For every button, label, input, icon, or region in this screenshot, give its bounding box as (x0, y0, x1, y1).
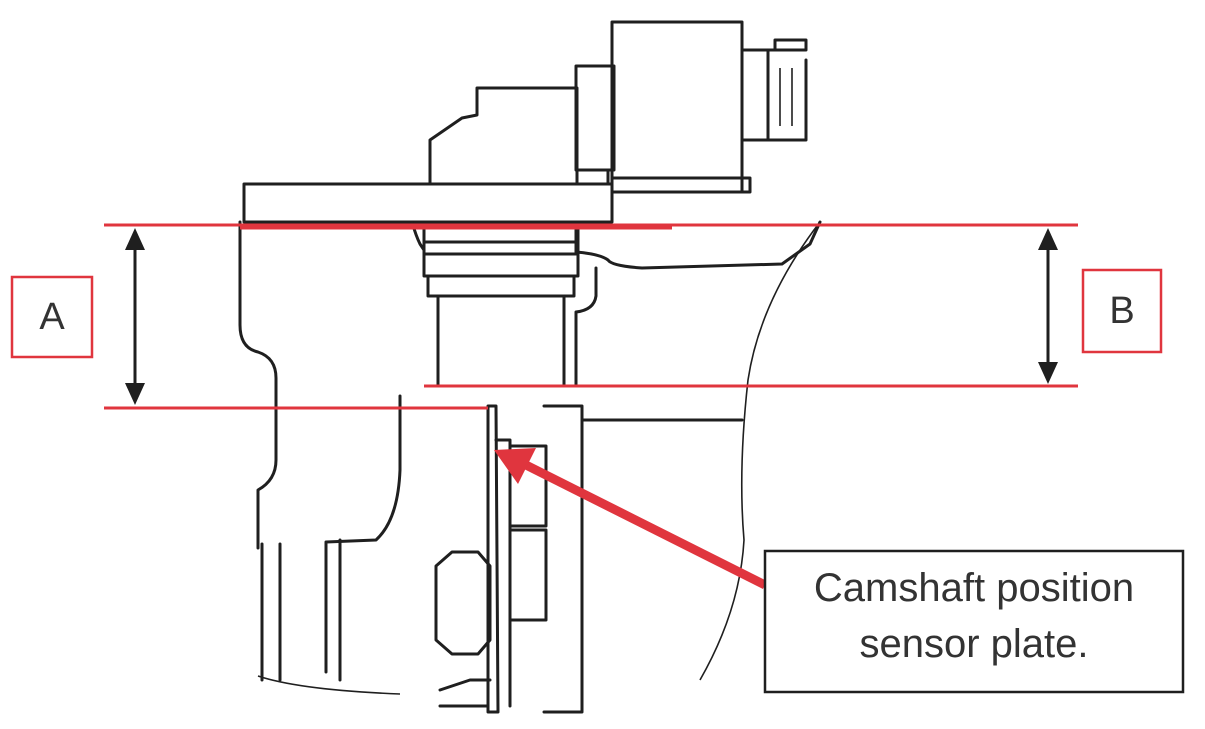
callout-arrow (494, 448, 768, 590)
label-box-a (10, 275, 94, 359)
callout-line-2: sensor plate. (859, 622, 1089, 666)
sensor-plate-assembly (260, 404, 744, 714)
callout-box (763, 549, 1185, 694)
label-b: B (1109, 290, 1135, 332)
sensor-tip (422, 226, 580, 388)
callout-line-1: Camshaft position (813, 566, 1135, 610)
measurement-lines (104, 223, 1078, 410)
callout-text: Camshaft position sensor plate. (766, 560, 1182, 672)
label-box-b (1081, 268, 1163, 354)
label-a: A (39, 296, 65, 338)
dimension-arrow-a (125, 228, 145, 405)
sensor-body (242, 20, 808, 224)
dimension-arrow-b (1038, 228, 1058, 384)
housing (238, 220, 822, 695)
